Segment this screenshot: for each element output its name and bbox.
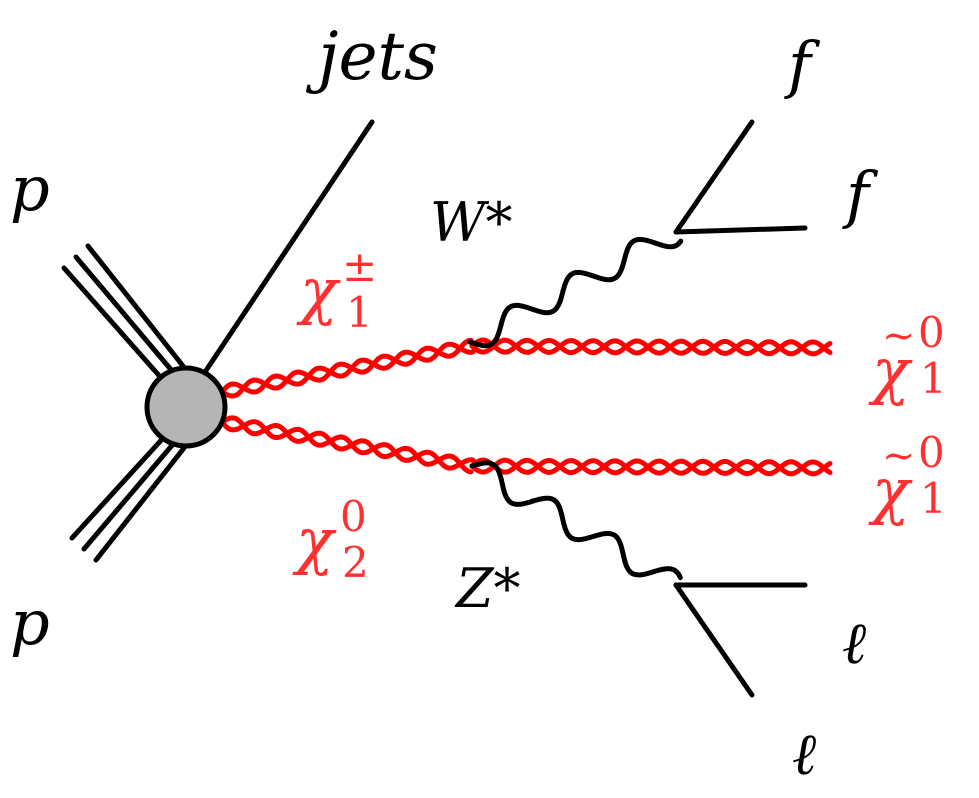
neutralino2-superscript: 0: [340, 492, 367, 541]
jets-label: jets: [318, 18, 438, 95]
chargino-line-b: [219, 341, 476, 395]
incoming-proton-top: [61, 243, 186, 383]
lsp-top-symbol: χ: [872, 334, 910, 407]
chargino-subscript: 1: [346, 288, 373, 337]
proton-top-label: p: [10, 152, 50, 225]
lepton-label-second: ℓ: [792, 720, 817, 788]
lsp-bottom-superscript: 0: [918, 428, 945, 477]
fermion-label-top: f: [788, 28, 811, 101]
incoming-proton-bottom: [69, 433, 187, 563]
lsp-bottom-subscript: 1: [920, 474, 947, 523]
boson-lines: [467, 236, 684, 581]
jets-line: [202, 119, 375, 375]
fermion-label-second: f: [846, 158, 869, 231]
proton-bottom-label: p: [10, 586, 50, 659]
lsp-bottom-line-b: [469, 457, 833, 477]
lsp-top-tilde: ~: [882, 313, 916, 359]
production-vertex: [144, 365, 228, 449]
neutralino2-symbol: χ: [296, 504, 334, 577]
chargino-symbol: χ: [300, 254, 338, 327]
neutralino2-subscript: 2: [342, 538, 369, 587]
z-boson-label: Z*: [456, 557, 521, 620]
w-decay-fermions: [673, 119, 808, 235]
lsp-top-line-b: [469, 337, 833, 357]
susy-lines: [219, 337, 833, 477]
w-boson-label: W*: [430, 191, 513, 254]
z-boson-line: [469, 460, 683, 581]
lsp-bottom-symbol: χ: [872, 454, 910, 527]
w-boson-line: [467, 236, 684, 349]
neutralino2-line-b: [219, 415, 474, 475]
lsp-top-subscript: 1: [920, 354, 947, 403]
chargino-superscript: ±: [342, 242, 378, 291]
lsp-bottom-line-a: [469, 457, 833, 477]
z-decay-leptons: [673, 582, 808, 698]
lepton-label-first: ℓ: [842, 609, 867, 677]
lsp-top-superscript: 0: [918, 308, 945, 357]
lsp-top-line-a: [469, 337, 833, 357]
lsp-bottom-tilde: ~: [882, 433, 916, 479]
